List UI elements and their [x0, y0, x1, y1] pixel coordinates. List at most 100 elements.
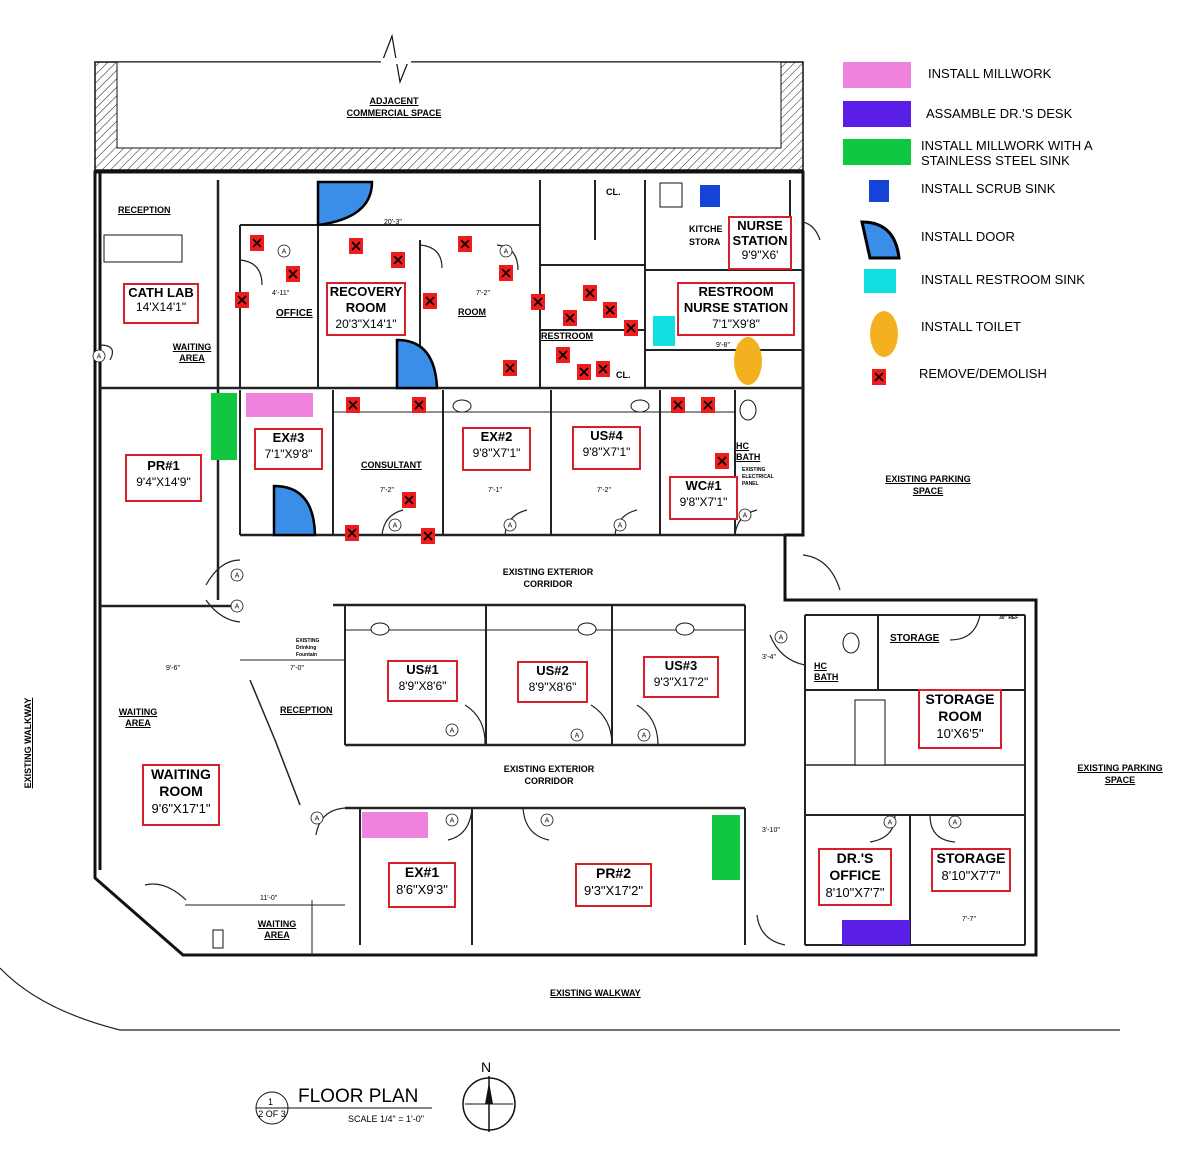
- legend-door-icon: [860, 220, 901, 260]
- room-wc1: WC#1 9'8"X7'1": [669, 476, 738, 520]
- label-walkway-left: EXISTING WALKWAY: [23, 697, 33, 789]
- label-parking-1-line1: EXISTING PARKING: [885, 474, 971, 484]
- legend-millwork-label: INSTALL MILLWORK: [928, 66, 1052, 81]
- label-kitchen: KITCHE: [689, 224, 723, 234]
- millwork-sink-pr1: [211, 393, 237, 460]
- room-pr2: PR#2 9'3"X17'2": [575, 863, 652, 907]
- room-recovery-size: 20'3"X14'1": [335, 317, 397, 331]
- fixtures: [103, 180, 910, 949]
- legend-millwork-swatch: [843, 62, 911, 88]
- room-us2: US#2 8'9"X8'6": [517, 661, 588, 703]
- north-arrow: [462, 1076, 516, 1132]
- label-office: OFFICE: [276, 308, 313, 319]
- label-reception-top: RECEPTION: [118, 205, 171, 215]
- room-us1: US#1 8'9"X8'6": [387, 660, 458, 702]
- dim-3-4: 3'-4": [762, 654, 776, 661]
- room-storage-room-name1: STORAGE: [925, 691, 995, 707]
- room-storage-room-name2: ROOM: [938, 708, 982, 724]
- label-room: ROOM: [458, 307, 486, 317]
- room-ex3: EX#3 7'1"X9'8": [254, 428, 323, 470]
- room-pr1-name: PR#1: [147, 458, 180, 473]
- dim-7-0: 7'-0": [290, 665, 304, 672]
- plan-title: FLOOR PLAN: [298, 1086, 419, 1107]
- toilet-install: [734, 337, 762, 385]
- label-hc-bath-2: HC BATH: [814, 661, 838, 683]
- room-us2-size: 8'9"X8'6": [528, 680, 577, 694]
- label-waiting-area-1-line1: WAITING: [172, 342, 212, 352]
- room-recovery-name2: ROOM: [345, 300, 387, 315]
- legend-millwork-sink-label2: STAINLESS STEEL SINK: [921, 153, 1070, 168]
- room-cath-lab-size: 14'X14'1": [135, 300, 187, 314]
- label-cl1: CL.: [606, 187, 621, 197]
- label-consultant: CONSULTANT: [361, 460, 422, 470]
- room-storage-room-size: 10'X6'5": [936, 726, 984, 741]
- label-parking-2: EXISTING PARKING SPACE: [1060, 762, 1180, 786]
- room-storage-room: STORAGE ROOM 10'X6'5": [918, 689, 1002, 749]
- label-corridor-2-line2: CORRIDOR: [524, 776, 574, 786]
- label-corridor-1: EXISTING EXTERIOR CORRIDOR: [488, 566, 608, 590]
- label-waiting-area-2-line1: WAITING: [118, 707, 158, 717]
- room-nurse-station-size: 9'9"X6': [741, 248, 779, 262]
- legend-millwork-sink-swatch: [843, 139, 911, 165]
- room-ex3-size: 7'1"X9'8": [264, 447, 313, 461]
- sink-fixtures: [370, 182, 886, 766]
- legend-scrub-sink-label: INSTALL SCRUB SINK: [921, 181, 1056, 196]
- room-restroom-nurse: RESTROOM NURSE STATION 7'1"X9'8": [677, 282, 795, 336]
- room-drs-office-size: 8'10"X7'7": [825, 885, 885, 900]
- drs-desk: [842, 920, 910, 945]
- legend-toilet-label: INSTALL TOILET: [921, 319, 1021, 334]
- label-storage-small: STORAGE: [890, 633, 940, 644]
- room-drs-office: DR.'S OFFICE 8'10"X7'7": [818, 848, 892, 906]
- label-hc-bath: HC BATH: [736, 441, 760, 463]
- door-recovery-top: [316, 180, 374, 227]
- room-pr2-name: PR#2: [595, 865, 632, 881]
- label-cl2: CL.: [616, 370, 631, 380]
- door-ex3: [272, 484, 317, 537]
- room-waiting-room-name1: WAITING: [151, 766, 211, 782]
- room-ex2-name: EX#2: [480, 429, 513, 444]
- label-corridor-2: EXISTING EXTERIOR CORRIDOR: [489, 763, 609, 787]
- label-waiting-area-3: WAITING AREA: [251, 919, 303, 941]
- label-corridor-1-line2: CORRIDOR: [523, 579, 573, 589]
- room-wc1-size: 9'8"X7'1": [679, 495, 728, 509]
- room-restroom-nurse-name1: RESTROOM: [698, 284, 774, 299]
- label-waiting-area-3-line2: AREA: [264, 930, 290, 940]
- label-hc-bath-line1: HC: [736, 441, 749, 451]
- room-storage-size: 8'10"X7'7": [941, 868, 1001, 883]
- room-waiting-room-size: 9'6"X17'1": [151, 801, 211, 816]
- label-electrical-panel: EXISTING ELECTRICAL PANEL: [742, 467, 774, 487]
- room-waiting-room: WAITING ROOM 9'6"X17'1": [142, 764, 220, 826]
- dim-7-2b: 7'-2": [380, 487, 394, 494]
- restroom-sink: [653, 316, 675, 346]
- label-corridor-2-line1: EXISTING EXTERIOR: [503, 764, 595, 774]
- room-drs-office-name2: OFFICE: [829, 867, 881, 883]
- room-nurse-station-name2: STATION: [732, 233, 788, 248]
- label-waiting-area-2-line2: AREA: [125, 718, 151, 728]
- dim-20-3: 20'-3": [384, 219, 402, 226]
- legend-drs-desk-label: ASSAMBLE DR.'S DESK: [926, 106, 1073, 121]
- label-drinking-fountain: EXISTING Drinking Fountain: [296, 638, 320, 658]
- room-recovery: RECOVERY ROOM 20'3"X14'1": [326, 282, 406, 336]
- legend-drs-desk-swatch: [843, 101, 911, 127]
- label-ref: 30" REF: [999, 615, 1019, 621]
- label-stora: STORA: [689, 237, 721, 247]
- room-waiting-room-name2: ROOM: [159, 783, 203, 799]
- label-reception-mid: RECEPTION: [280, 705, 333, 715]
- dim-7-2: 7'-2": [476, 290, 490, 297]
- room-storage: STORAGE 8'10"X7'7": [931, 848, 1011, 892]
- room-drs-office-name1: DR.'S: [836, 850, 874, 866]
- room-nurse-station-name1: NURSE: [737, 218, 783, 233]
- dim-7-2c: 7'-2": [597, 487, 611, 494]
- label-hc-bath-2-line1: HC: [814, 661, 827, 671]
- scrub-sink: [700, 185, 720, 207]
- room-restroom-nurse-name2: NURSE STATION: [683, 300, 789, 315]
- door-recovery-bottom: [395, 338, 439, 390]
- room-ex2-size: 9'8"X7'1": [472, 446, 521, 460]
- dim-4-11: 4'-11": [272, 290, 290, 297]
- dim-9-8: 9'-8": [716, 342, 730, 349]
- room-us2-name: US#2: [536, 663, 569, 678]
- adjacent-commercial-space: [94, 33, 804, 171]
- north-label: N: [481, 1059, 492, 1075]
- room-ex1-name: EX#1: [404, 864, 440, 880]
- label-parking-2-line2: SPACE: [1104, 775, 1136, 785]
